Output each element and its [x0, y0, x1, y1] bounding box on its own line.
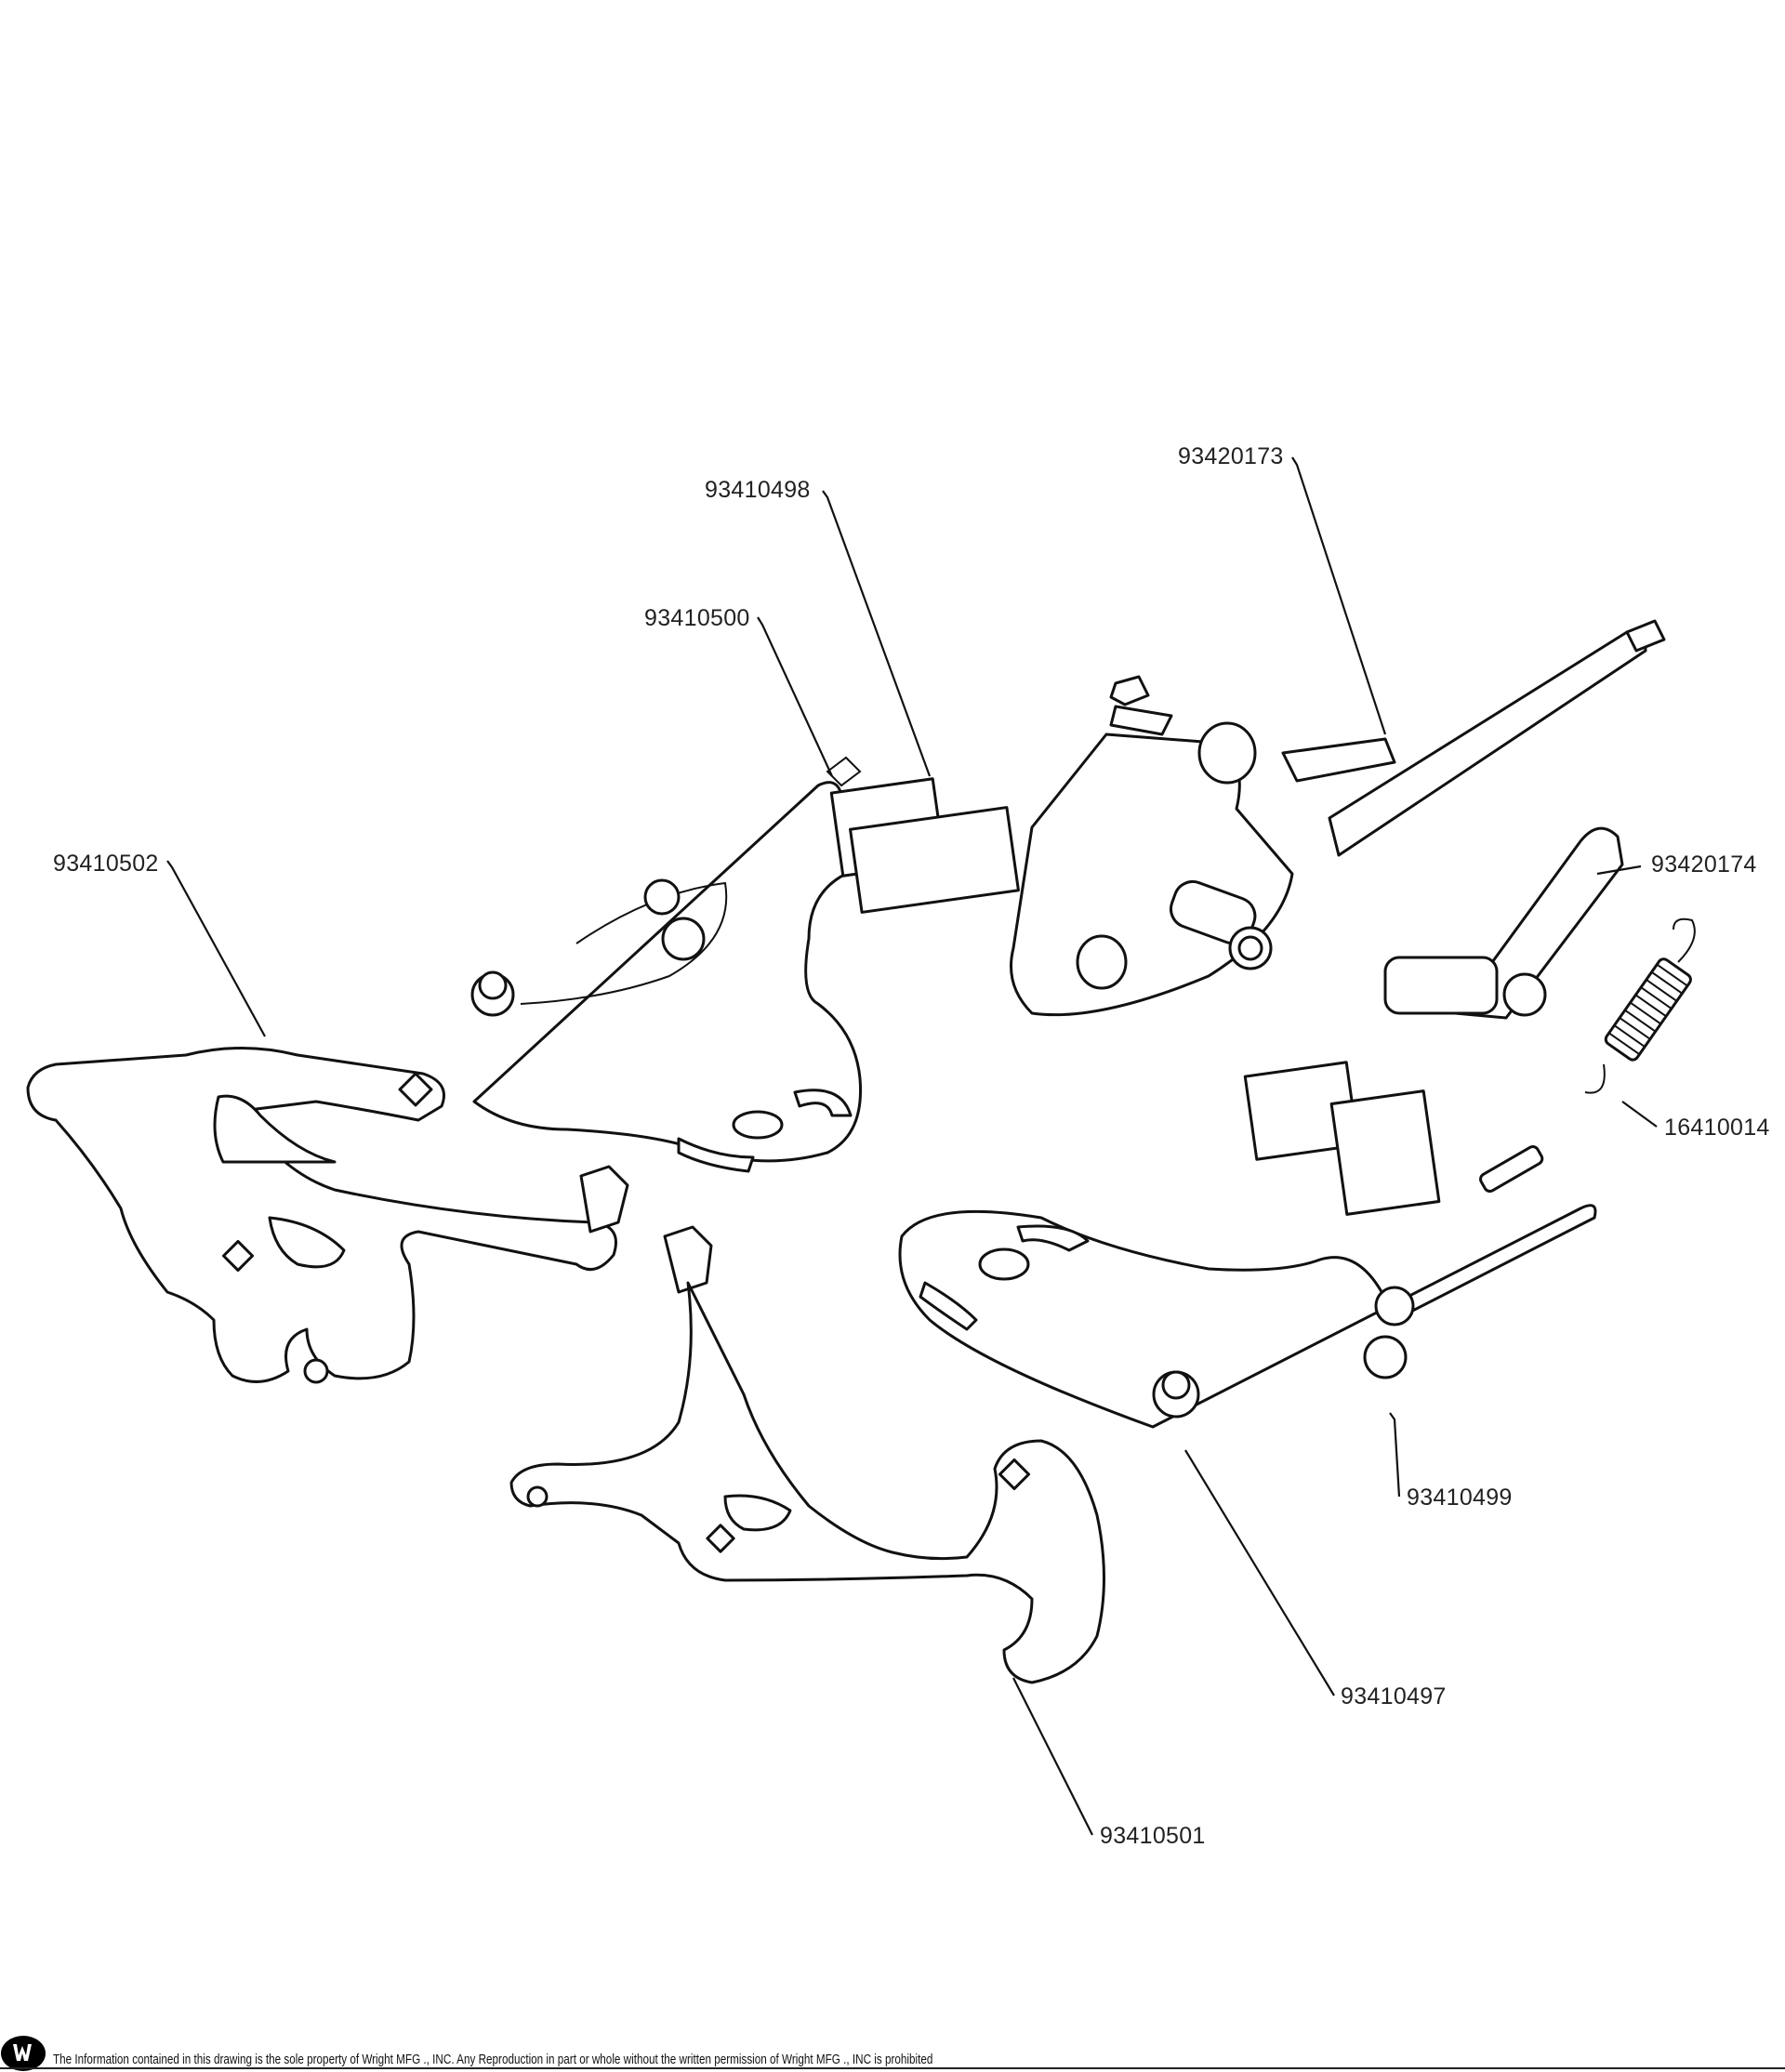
switch-right — [1243, 1061, 1544, 1216]
leader-93410498 — [822, 490, 932, 777]
leader-93410500 — [757, 616, 833, 777]
callout-93410497: 93410497 — [1341, 1683, 1447, 1709]
leader-93410497 — [1184, 1449, 1335, 1696]
callout-93410499: 93410499 — [1407, 1485, 1513, 1511]
leader-93420173 — [1291, 456, 1387, 735]
lever-right-93410501 — [509, 1225, 1105, 1684]
extension-spring — [1584, 917, 1696, 1094]
callout-93410498: 93410498 — [705, 477, 811, 503]
callout-93420174: 93420174 — [1651, 851, 1757, 878]
lever-left-93410502 — [26, 1047, 629, 1384]
callout-93410501: 93410501 — [1100, 1823, 1206, 1849]
callout-93420173: 93420173 — [1178, 443, 1284, 469]
callout-93410500: 93410500 — [644, 605, 750, 631]
switch-left — [826, 756, 1020, 914]
footer: The Information contained in this drawin… — [0, 2031, 1785, 2071]
leader-93410501 — [1012, 1677, 1093, 1836]
pawl-part — [1383, 826, 1624, 1020]
callout-93410502: 93410502 — [53, 851, 159, 877]
leader-lines — [166, 456, 1658, 1836]
leader-93420174 — [1596, 864, 1642, 876]
shift-lever — [1010, 619, 1666, 1017]
leader-93410499 — [1389, 1412, 1401, 1498]
right-bracket-plate — [898, 1204, 1597, 1429]
footer-divider — [0, 2067, 1785, 2069]
copyright-notice: The Information contained in this drawin… — [53, 2052, 933, 2067]
wright-logo-icon — [1, 2036, 46, 2071]
left-bracket-plate — [470, 781, 863, 1173]
leader-93410502 — [166, 860, 266, 1037]
callout-16410014: 16410014 — [1664, 1115, 1770, 1141]
leader-16410014 — [1621, 1101, 1658, 1128]
